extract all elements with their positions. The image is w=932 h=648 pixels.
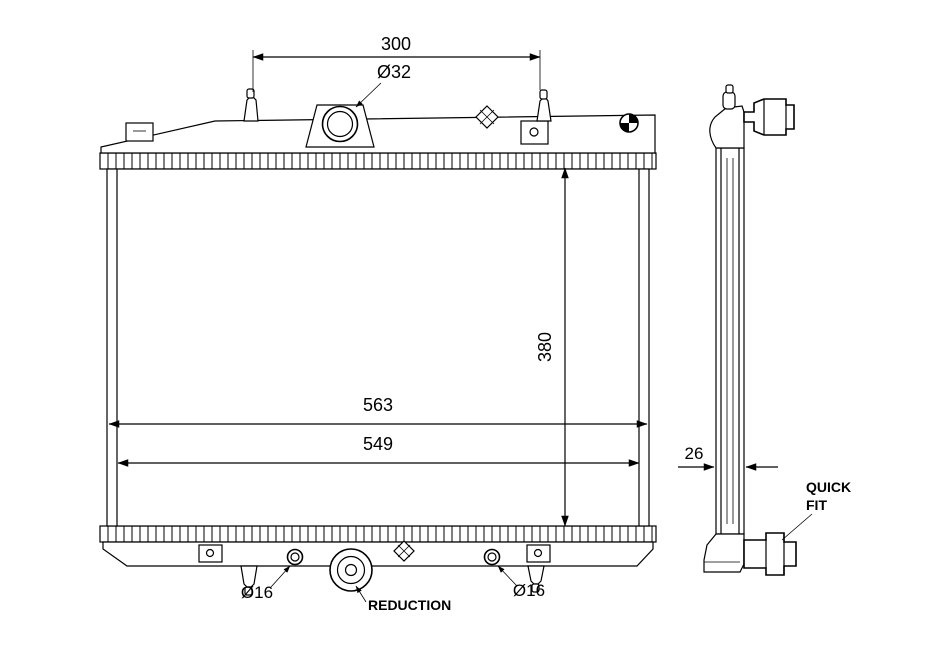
dimension-right-outlet: Ø16 <box>497 565 545 600</box>
top-left-pin <box>243 96 259 122</box>
top-right-bracket <box>520 120 549 145</box>
leader-line <box>270 565 291 588</box>
dimension-right-outlet-label: Ø16 <box>513 581 545 600</box>
bottom-left-pin-tip <box>244 586 253 596</box>
top-right-bracket-hole <box>529 127 539 137</box>
dimension-core-width: 549 <box>117 434 640 467</box>
top-crimp-band <box>99 152 657 170</box>
bottom-right-bracket <box>526 544 551 563</box>
leader-line <box>355 82 382 108</box>
dimension-left-outlet-label: Ø16 <box>241 583 273 602</box>
top-left-pin-tip <box>246 88 255 99</box>
quick-fit-annotation: QUICK FIT <box>781 479 851 541</box>
dimension-overall-width: 563 <box>108 395 648 428</box>
radiator-front-view <box>99 88 657 596</box>
dimension-top-span-label: 300 <box>381 34 411 54</box>
top-right-pin-tip <box>539 89 548 100</box>
side-top-pin-tip <box>725 84 734 94</box>
dimension-left-outlet: Ø16 <box>241 565 291 602</box>
bottom-left-bracket <box>198 544 223 563</box>
side-top-tank <box>709 105 745 149</box>
side-bottom-quick-fit-connector <box>743 532 797 576</box>
top-left-bracket <box>125 122 154 142</box>
bottom-tank <box>102 541 654 567</box>
quick-fit-label-line2: FIT <box>806 497 827 513</box>
bottom-left-bracket-hole <box>205 548 215 558</box>
reduction-label: REDUCTION <box>368 597 451 613</box>
filler-neck-inner <box>326 110 354 138</box>
dimension-core-height-label: 380 <box>535 332 555 362</box>
reduction-fitting <box>329 548 373 592</box>
dimension-side-depth-label: 26 <box>685 444 704 463</box>
dimension-filler-neck: Ø32 <box>355 62 411 108</box>
dimension-overall-width-label: 563 <box>363 395 393 415</box>
leader-line <box>497 565 518 587</box>
left-outlet-port <box>286 548 304 566</box>
dimension-top-span: 300 <box>252 34 541 92</box>
radiator-side-view <box>703 84 797 576</box>
leader-line <box>355 585 367 603</box>
side-bottom-bracket <box>703 533 745 573</box>
bottom-crimp-band <box>99 525 657 543</box>
reduction-annotation: REDUCTION <box>355 585 451 613</box>
dimension-filler-neck-label: Ø32 <box>377 62 411 82</box>
radiator-core <box>106 168 650 527</box>
dimension-annotations: 300 Ø32 380 563 549 Ø16 Ø1 <box>108 34 851 613</box>
right-outlet-port-inner <box>487 552 497 562</box>
drain-cap-symbol <box>619 113 639 133</box>
top-clamp-symbol <box>475 105 499 129</box>
bottom-clamp-symbol <box>393 540 415 562</box>
quick-fit-label-line1: QUICK <box>806 479 851 495</box>
side-top-quick-fit-connector <box>743 98 795 136</box>
top-right-pin <box>536 97 552 122</box>
side-top-pin <box>722 91 736 110</box>
dimension-side-depth: 26 <box>678 444 778 471</box>
left-outlet-port-inner <box>290 552 300 562</box>
side-body <box>715 147 745 535</box>
top-tank <box>100 114 656 154</box>
right-outlet-port <box>483 548 501 566</box>
leader-line <box>781 513 813 541</box>
dimension-core-width-label: 549 <box>363 434 393 454</box>
bottom-right-bracket-hole <box>533 548 543 558</box>
bottom-right-pin-tip <box>531 583 540 593</box>
